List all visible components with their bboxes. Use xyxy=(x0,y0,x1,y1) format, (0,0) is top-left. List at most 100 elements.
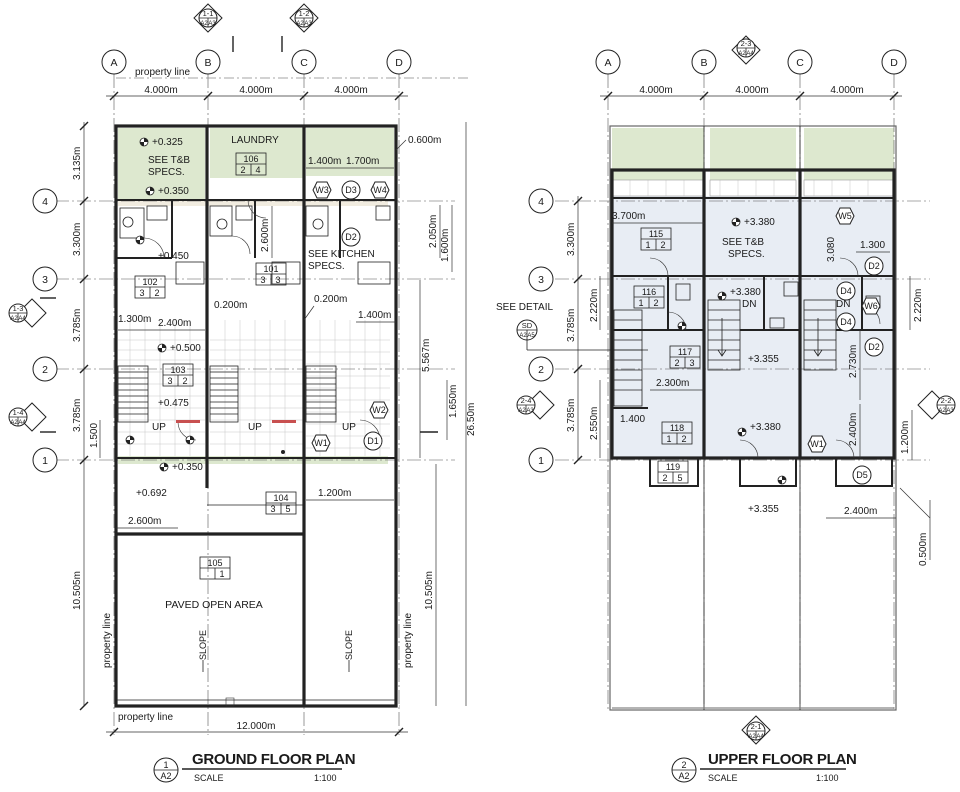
uf-tag-d4b: D4 xyxy=(840,317,852,327)
gf-grid-row-1: 1 xyxy=(42,455,48,467)
uf-room-118-b: 2 xyxy=(681,434,686,444)
uf-room-119: 119 xyxy=(666,462,680,472)
gf-sec-1-2-s1: A2 xyxy=(296,21,304,27)
gf-right-dim-10505: 10.505m xyxy=(424,571,435,610)
gf-overall-width: 12.000m xyxy=(237,721,276,732)
uf-top-dim-3: 4.000m xyxy=(830,85,863,96)
uf-grid-col-d: D xyxy=(890,57,898,69)
gf-scale: 1:100 xyxy=(314,773,337,783)
gf-property-line-bottom: property line xyxy=(118,712,173,723)
gf-up-2: UP xyxy=(248,422,262,433)
gf-dim-2600h: 2.600m xyxy=(128,516,161,527)
gf-tag-d1: D1 xyxy=(367,436,379,446)
gf-elev-692: +0.692 xyxy=(136,488,167,499)
gf-right-dim-2650: 26.50m xyxy=(466,403,477,436)
gf-top-dimensions: 4.000m 4.000m 4.000m xyxy=(106,85,408,101)
gf-grid-row-bubbles: 4 3 2 1 xyxy=(32,188,58,473)
gf-room-103-b: 2 xyxy=(182,376,187,386)
gf-see-kitchen-1: SEE KITCHEN xyxy=(308,249,375,260)
uf-title: UPPER FLOOR PLAN xyxy=(708,751,857,768)
uf-room-119-b: 5 xyxy=(677,473,682,483)
gf-left-dim-5: 10.505m xyxy=(72,571,83,610)
uf-sd-id: SD xyxy=(522,321,533,330)
gf-grid-col-b: B xyxy=(204,57,211,69)
gf-dim-1500: 1.500 xyxy=(89,423,100,448)
uf-room-118-a: 1 xyxy=(666,434,671,444)
uf-dn-1: DN xyxy=(742,299,756,310)
gf-sec-1-1-s1: A2 xyxy=(200,21,208,27)
uf-grid-row-2: 2 xyxy=(538,364,544,376)
gf-see-kitchen-2: SPECS. xyxy=(308,261,345,272)
gf-elev-350b: +0.350 xyxy=(172,462,203,473)
uf-dim-2730: 2.730m xyxy=(848,345,859,378)
gf-title-num: 1 xyxy=(163,760,168,770)
gf-tag-w4: W4 xyxy=(373,185,387,195)
uf-sec-2-1-s2: A4 xyxy=(756,734,764,740)
gf-left-dim-3: 3.785m xyxy=(72,309,83,342)
gf-dim-1200: 1.200m xyxy=(318,488,351,499)
uf-tag-w1: W1 xyxy=(810,439,824,449)
gf-stairs xyxy=(117,365,337,423)
gf-room-101-a: 3 xyxy=(260,275,265,285)
uf-dim-3700: 3.700m xyxy=(612,211,645,222)
gf-right-dim-5567: 5.567m xyxy=(421,339,432,372)
uf-left-dim-2: 2.220m xyxy=(589,289,600,322)
uf-tag-d5: D5 xyxy=(856,470,868,480)
gf-sec-1-2-id: 1-2 xyxy=(299,9,310,18)
uf-tag-d2b: D2 xyxy=(868,342,880,352)
uf-elev-2: +3.380 xyxy=(730,287,761,298)
gf-grid-col-d: D xyxy=(395,57,403,69)
uf-dim-3080: 3.080 xyxy=(826,237,837,262)
gf-see-tb-1: SEE T&B xyxy=(148,155,190,166)
uf-right-dimensions: 2.220m 1.200m 0.500m xyxy=(899,276,931,566)
uf-elev-4: +3.380 xyxy=(750,422,781,433)
gf-laundry-label: LAUNDRY xyxy=(231,135,279,146)
uf-tag-d2a: D2 xyxy=(868,261,880,271)
gf-sec-1-3-id: 1-3 xyxy=(13,304,24,313)
uf-room-115-a: 1 xyxy=(645,240,650,250)
gf-room-102-b: 2 xyxy=(154,288,159,298)
uf-grid-row-4: 4 xyxy=(538,196,544,208)
gf-tag-d2: D2 xyxy=(345,232,357,242)
gf-room-104-a: 3 xyxy=(270,504,275,514)
gf-right-dim-1600: 1.600m xyxy=(440,229,451,262)
gf-see-tb-2: SPECS. xyxy=(148,167,185,178)
uf-see-detail: SEE DETAIL SD A2 A5 xyxy=(496,302,648,351)
uf-sec-2-4-id: 2-4 xyxy=(521,396,532,405)
uf-dim-2300: 2.300m xyxy=(656,378,689,389)
uf-left-dimensions: 3.300m 2.220m 3.785m 2.550m 3.785m xyxy=(566,196,601,465)
uf-walls xyxy=(609,125,897,711)
uf-sec-2-1-s1: A2 xyxy=(748,734,756,740)
gf-room-101-b: 3 xyxy=(275,275,280,285)
uf-left-dim-4: 2.550m xyxy=(589,407,600,440)
gf-sec-1-1-s2: A3 xyxy=(208,21,216,27)
uf-dim-1300: 1.300 xyxy=(860,240,885,251)
uf-room-115-b: 2 xyxy=(660,240,665,250)
gf-room-106-a: 2 xyxy=(240,165,245,175)
uf-room-119-a: 2 xyxy=(662,473,667,483)
uf-top-dim-1: 4.000m xyxy=(639,85,672,96)
gf-dim-1400b: 1.400m xyxy=(358,310,391,321)
gf-property-line-left: property line xyxy=(102,613,113,668)
gf-fixtures xyxy=(119,205,391,285)
ground-floor-plan: property line property line property lin… xyxy=(8,3,477,783)
gf-property-line-top: property line xyxy=(135,67,190,78)
uf-elev-5: +3.355 xyxy=(748,504,779,515)
gf-right-dim-2050: 2.050m xyxy=(428,215,439,248)
gf-room-104: 104 xyxy=(273,493,288,503)
gf-sec-1-3-s2: A4 xyxy=(18,316,26,322)
uf-elev-1: +3.380 xyxy=(744,217,775,228)
uf-tag-w6: W6 xyxy=(864,301,878,311)
gf-section-1-1: 1-1 A2 A3 xyxy=(193,3,234,52)
gf-grid-col-c: C xyxy=(300,57,308,69)
gf-room-103: 103 xyxy=(170,365,185,375)
uf-sec-2-4-s1: A2 xyxy=(518,408,526,414)
gf-elev-475: +0.475 xyxy=(158,398,189,409)
uf-right-dim-0500: 0.500m xyxy=(918,533,929,566)
uf-dim-1400: 1.400 xyxy=(620,414,645,425)
gf-scale-label: SCALE xyxy=(194,773,224,783)
uf-section-2-3: 2-3 A2 A4 xyxy=(731,35,761,65)
uf-scale-label: SCALE xyxy=(708,773,738,783)
gf-sec-1-2-s2: A3 xyxy=(304,21,312,27)
uf-room-tags: 115 1 2 116 1 2 117 2 3 118 1 2 119 2 5 xyxy=(633,227,701,484)
